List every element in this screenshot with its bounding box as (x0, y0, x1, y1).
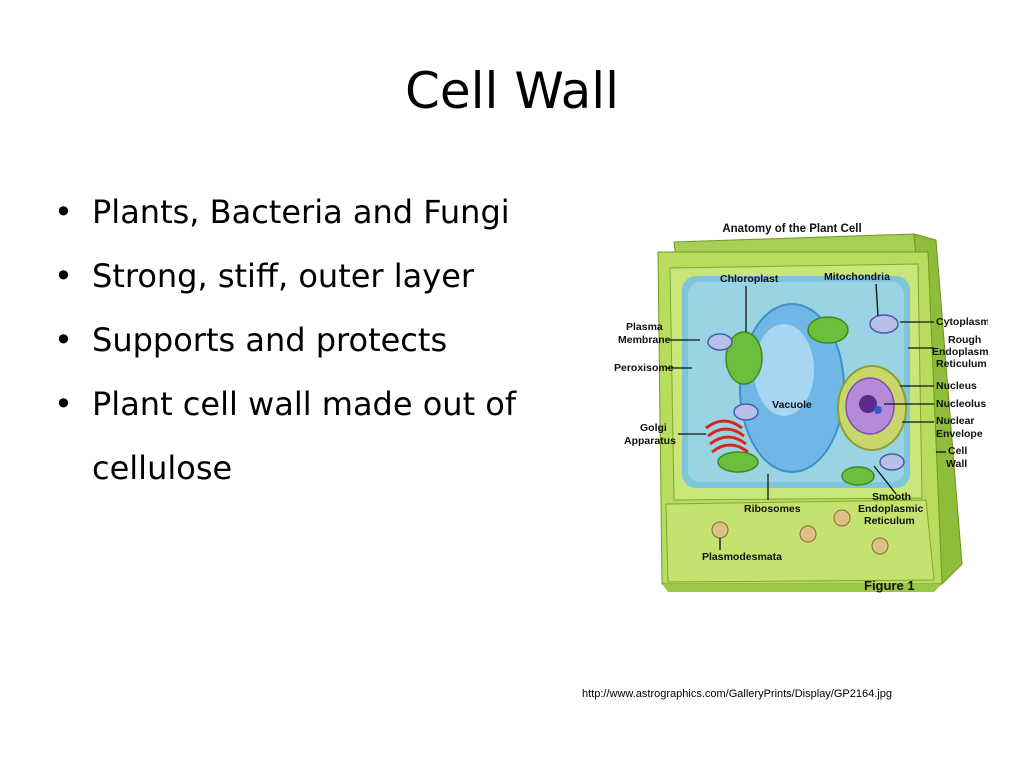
slide-title: Cell Wall (404, 62, 619, 120)
label-rough-er-1: Rough (948, 334, 981, 346)
plant-cell-diagram: Anatomy of the Plant Cell (596, 212, 988, 598)
label-nucleolus: Nucleolus (936, 398, 986, 410)
label-plasma-membrane-2: Membrane (618, 334, 671, 346)
label-rough-er-2: Endoplasmic (932, 346, 988, 358)
label-cell-wall-1: Cell (948, 445, 967, 457)
bullet-item: • Strong, stiff, outer layer (52, 244, 612, 308)
source-url: http://www.astrographics.com/GalleryPrin… (582, 688, 892, 700)
bullet-dot-icon: • (54, 193, 73, 231)
plant-cell-illustration: Anatomy of the Plant Cell (614, 223, 988, 593)
label-smooth-er-1: Smooth (872, 491, 911, 503)
bullet-text: Plants, Bacteria and Fungi (92, 193, 510, 231)
label-ribosomes: Ribosomes (744, 503, 801, 515)
label-cell-wall-2: Wall (946, 458, 967, 470)
figure-title: Anatomy of the Plant Cell (722, 223, 861, 235)
figure-caption: Figure 1 (864, 578, 915, 593)
bullet-text: Supports and protects (92, 321, 448, 359)
label-rough-er-3: Reticulum (936, 358, 987, 370)
bullet-item: • Plant cell wall made out of cellulose (52, 372, 612, 500)
label-vacuole: Vacuole (772, 399, 812, 411)
label-nucleus: Nucleus (936, 380, 977, 392)
label-smooth-er-2: Endoplasmic (858, 503, 924, 515)
label-chloroplast: Chloroplast (720, 273, 779, 285)
nucleus-shape (837, 365, 907, 451)
label-cytoplasm: Cytoplasm (936, 316, 988, 328)
bullet-text: Strong, stiff, outer layer (92, 257, 475, 295)
label-plasmodesmata: Plasmodesmata (702, 551, 782, 563)
bullet-dot-icon: • (54, 385, 73, 423)
bullet-item: • Plants, Bacteria and Fungi (52, 180, 612, 244)
bullet-item: • Supports and protects (52, 308, 612, 372)
golgi-shape (705, 419, 749, 454)
leader-lines (666, 283, 946, 550)
label-plasma-membrane-1: Plasma (626, 321, 663, 333)
plasmodesmata-shapes (711, 509, 889, 555)
bullet-dot-icon: • (54, 257, 73, 295)
label-nuclear-envelope-1: Nuclear (936, 415, 975, 427)
label-peroxisome: Peroxisome (614, 362, 674, 374)
mitochondria-shapes (707, 314, 905, 471)
label-golgi-2: Apparatus (624, 435, 676, 447)
bullet-list: • Plants, Bacteria and Fungi • Strong, sti… (52, 180, 612, 500)
bullet-dot-icon: • (54, 321, 73, 359)
label-smooth-er-3: Reticulum (864, 515, 915, 527)
bullet-text: Plant cell wall made out of cellulose (92, 385, 517, 487)
label-nuclear-envelope-2: Envelope (936, 428, 983, 440)
label-mitochondria: Mitochondria (824, 271, 890, 283)
chloroplast-shapes (717, 316, 875, 486)
label-golgi-1: Golgi (640, 422, 667, 434)
